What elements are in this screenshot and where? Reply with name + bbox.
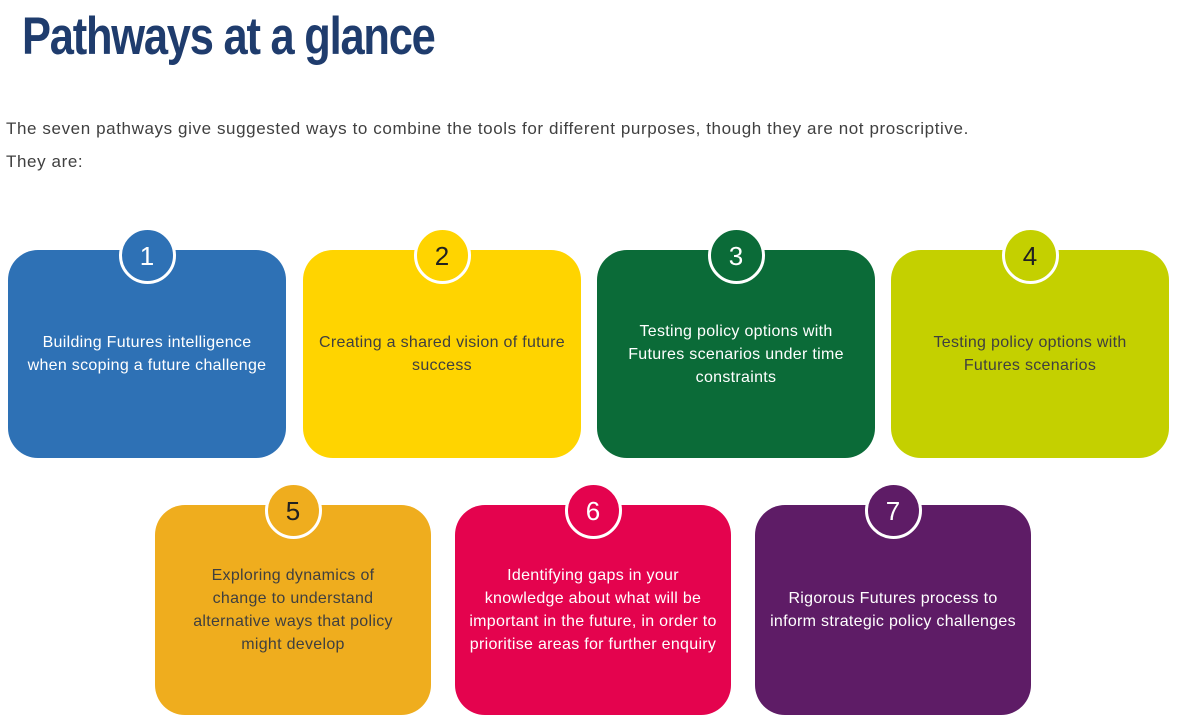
pathway-number-badge-4: 4 — [1001, 227, 1059, 284]
pathway-card-6: 6 Identifying gaps in your knowledge abo… — [455, 482, 731, 715]
intro-line-2: They are: — [6, 152, 84, 171]
intro-text: The seven pathways give suggested ways t… — [6, 112, 969, 178]
pathway-card-2: 2 Creating a shared vision of future suc… — [303, 227, 581, 458]
pathway-number-badge-6: 6 — [564, 482, 622, 539]
pathway-card-label-6: Identifying gaps in your knowledge about… — [469, 567, 717, 653]
pathway-number-badge-7: 7 — [864, 482, 922, 539]
pathway-number-badge-1: 1 — [118, 227, 176, 284]
pathway-card-3: 3 Testing policy options with Futures sc… — [597, 227, 875, 458]
pathway-card-5: 5 Exploring dynamics of change to unders… — [155, 482, 431, 715]
pathway-card-7: 7 Rigorous Futures process to inform str… — [755, 482, 1031, 715]
pathway-number-badge-5: 5 — [264, 482, 322, 539]
pathway-card-label-4: Testing policy options with Futures scen… — [933, 334, 1127, 374]
intro-line-1: The seven pathways give suggested ways t… — [6, 119, 969, 138]
pathway-number-badge-2: 2 — [413, 227, 471, 284]
pathway-card-label-5: Exploring dynamics of change to understa… — [193, 567, 393, 653]
pathway-card-4: 4 Testing policy options with Futures sc… — [891, 227, 1169, 458]
pathway-number-badge-3: 3 — [707, 227, 765, 284]
pathway-card-label-2: Creating a shared vision of future succe… — [319, 334, 565, 374]
pathway-card-label-1: Building Futures intelligence when scopi… — [27, 334, 267, 374]
pathway-card-label-3: Testing policy options with Futures scen… — [628, 322, 844, 386]
pathway-card-label-7: Rigorous Futures process to inform strat… — [770, 590, 1016, 630]
pathway-card-1: 1 Building Futures intelligence when sco… — [8, 227, 286, 458]
page-title: Pathways at a glance — [22, 7, 436, 66]
